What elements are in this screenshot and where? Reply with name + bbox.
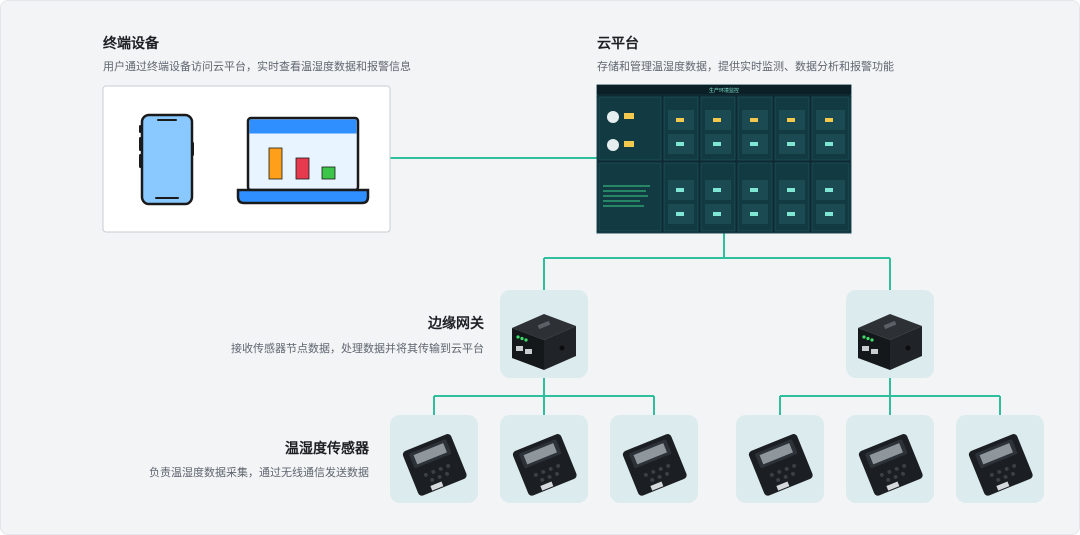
cloud-title: 云平台	[597, 36, 639, 52]
laptop-icon	[236, 116, 370, 205]
sensor-node	[736, 415, 824, 503]
sensor-node	[390, 415, 478, 503]
sensor-node	[846, 415, 934, 503]
smartphone-icon	[139, 113, 194, 206]
cloud-dashboard-screenshot: 生产环境监控	[596, 84, 852, 234]
sensor-desc: 负责温湿度数据采集，通过无线通信发送数据	[149, 466, 369, 479]
terminal-desc: 用户通过终端设备访问云平台，实时查看温湿度数据和报警信息	[103, 60, 411, 73]
sensor-node	[500, 415, 588, 503]
edge-gateway-left	[500, 290, 588, 378]
gateway-title: 边缘网关	[428, 316, 484, 332]
terminal-title: 终端设备	[103, 36, 159, 52]
sensor-node	[610, 415, 698, 503]
edge-gateway-right	[846, 290, 934, 378]
sensor-title: 温湿度传感器	[285, 441, 369, 457]
cloud-desc: 存储和管理温湿度数据，提供实时监测、数据分析和报警功能	[597, 60, 894, 73]
connector-lines	[390, 157, 1001, 415]
sensor-node	[956, 415, 1044, 503]
gateway-desc: 接收传感器节点数据，处理数据并将其传输到云平台	[231, 342, 484, 355]
dashboard-title: 生产环境监控	[709, 87, 739, 94]
